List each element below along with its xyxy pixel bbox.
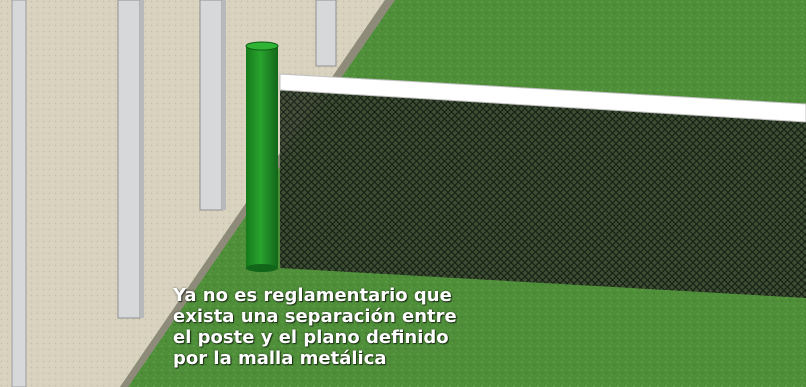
pillar-3-shade — [222, 0, 226, 210]
net-band — [279, 73, 806, 123]
pillar-2-shade — [140, 0, 144, 318]
net-mesh — [280, 80, 806, 298]
pillar-2 — [117, 0, 141, 319]
net-post-top — [245, 41, 279, 51]
caption-line: exista una separación entre — [173, 306, 457, 327]
pillar-1 — [11, 0, 27, 387]
net-post-base — [246, 264, 278, 272]
pillar-4 — [315, 0, 337, 67]
net-post — [246, 46, 278, 268]
caption-line: el poste y el plano definido — [173, 327, 449, 348]
caption-line: por la malla metálica — [173, 348, 387, 369]
caption-line: Ya no es reglamentario que — [173, 285, 452, 306]
pillar-3 — [199, 0, 223, 211]
caption-text: Ya no es reglamentario que exista una se… — [173, 285, 503, 369]
